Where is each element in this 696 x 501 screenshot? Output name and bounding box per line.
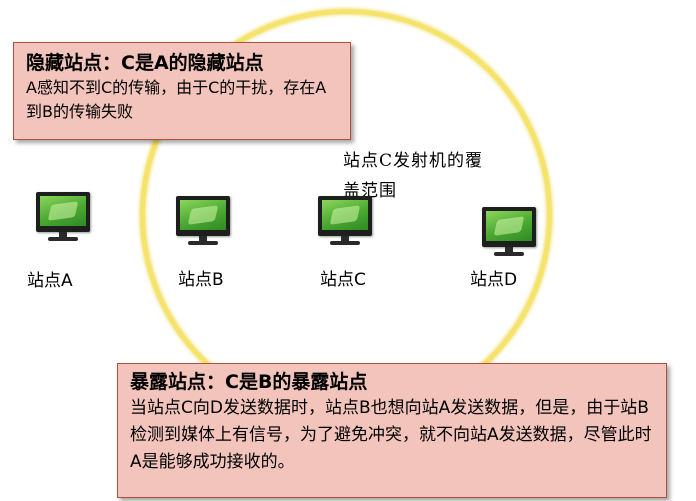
station-c-label: 站点C bbox=[320, 270, 366, 290]
station-d-label: 站点D bbox=[470, 270, 518, 290]
hidden-station-title: 隐藏站点：C是A的隐藏站点 bbox=[26, 52, 264, 74]
monitor-icon bbox=[482, 207, 536, 257]
monitor-icon bbox=[176, 196, 230, 246]
monitor-icon bbox=[36, 192, 90, 242]
exposed-station-callout: 暴露站点：C是B的暴露站点 当站点C向D发送数据时，站点B也想向站A发送数据，但… bbox=[117, 363, 667, 498]
exposed-station-title: 暴露站点：C是B的暴露站点 bbox=[130, 371, 368, 393]
station-a-label: 站点A bbox=[27, 271, 73, 291]
hidden-station-callout: 隐藏站点：C是A的隐藏站点 A感知不到C的传输，由于C的干扰，存在A到B的传输失… bbox=[13, 42, 351, 140]
hidden-station-body: A感知不到C的传输，由于C的干扰，存在A到B的传输失败 bbox=[26, 78, 327, 121]
monitor-icon bbox=[318, 196, 372, 246]
station-b-label: 站点B bbox=[178, 270, 224, 290]
exposed-station-body: 当站点C向D发送数据时，站点B也想向站A发送数据，但是，由于站B检测到媒体上有信… bbox=[130, 398, 652, 472]
